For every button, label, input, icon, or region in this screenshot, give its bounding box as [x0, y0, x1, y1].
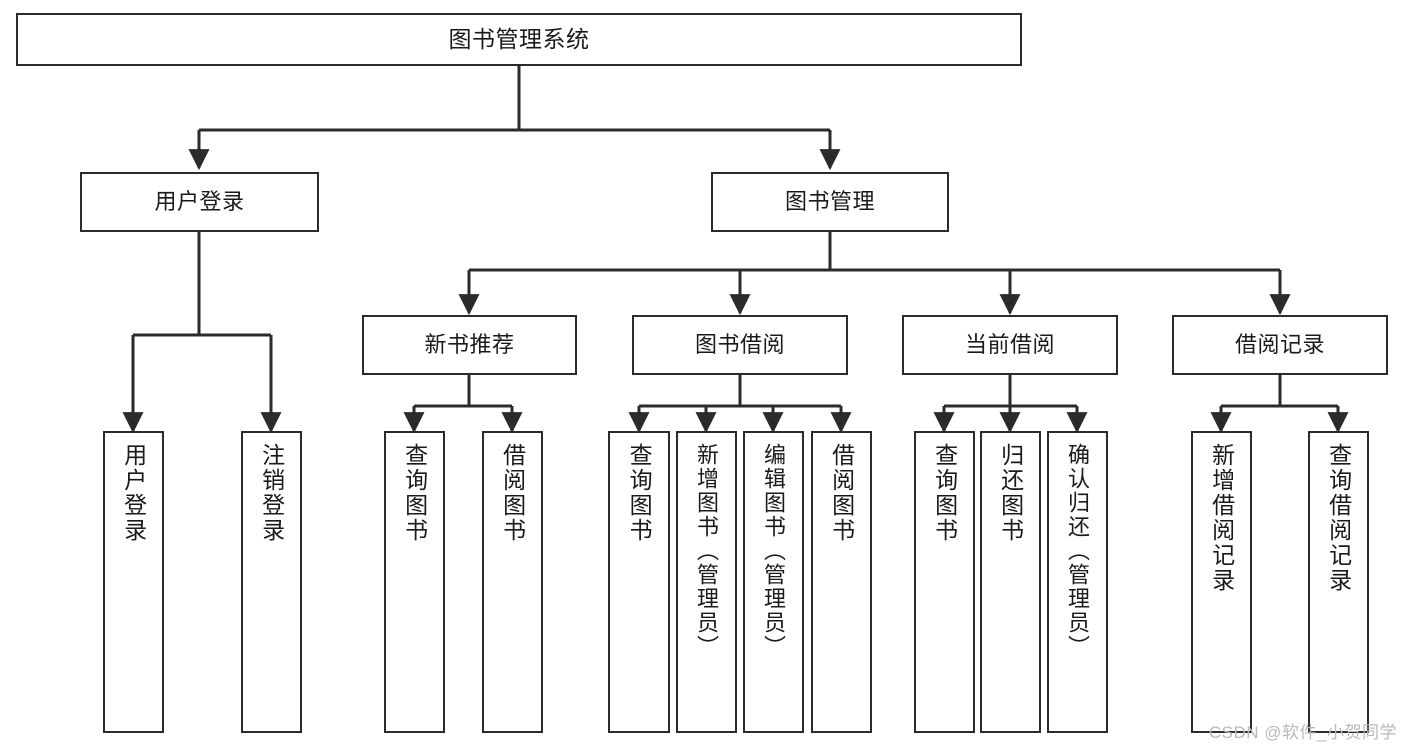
- node-label: 图书管理系统: [448, 25, 590, 52]
- leaf-add-record[interactable]: 新增借阅记录: [1191, 431, 1252, 733]
- leaf-edit-book[interactable]: 编辑图书（管理员）: [743, 431, 804, 733]
- node-label: 确认归还（管理员）: [1065, 443, 1091, 659]
- node-label: 归还图书: [997, 443, 1024, 543]
- node-label: 新书推荐: [424, 332, 515, 358]
- leaf-borrow-book-1[interactable]: 借阅图书: [482, 431, 543, 733]
- leaf-confirm-return[interactable]: 确认归还（管理员）: [1047, 431, 1108, 733]
- node-label: 用户登录: [120, 443, 147, 543]
- node-label: 图书借阅: [694, 332, 785, 358]
- leaf-query-book-3[interactable]: 查询图书: [914, 431, 975, 733]
- node-current-borrow[interactable]: 当前借阅: [902, 315, 1118, 375]
- node-label: 新增借阅记录: [1208, 443, 1235, 593]
- leaf-user-login[interactable]: 用户登录: [103, 431, 164, 733]
- node-user-login-group[interactable]: 用户登录: [80, 172, 319, 232]
- leaf-add-book[interactable]: 新增图书（管理员）: [676, 431, 737, 733]
- leaf-query-book-1[interactable]: 查询图书: [384, 431, 445, 733]
- node-label: 注销登录: [258, 443, 285, 543]
- node-label: 查询图书: [931, 443, 958, 543]
- node-label: 查询图书: [401, 443, 428, 543]
- node-label: 查询图书: [626, 443, 653, 543]
- node-book-borrow[interactable]: 图书借阅: [632, 315, 848, 375]
- node-label: 借阅图书: [499, 443, 526, 543]
- node-book-manage-group[interactable]: 图书管理: [711, 172, 949, 232]
- node-label: 查询借阅记录: [1325, 443, 1352, 593]
- node-label: 借阅记录: [1234, 332, 1325, 358]
- node-root-system[interactable]: 图书管理系统: [16, 13, 1022, 66]
- leaf-borrow-book-2[interactable]: 借阅图书: [811, 431, 872, 733]
- node-label: 借阅图书: [828, 443, 855, 543]
- leaf-query-record[interactable]: 查询借阅记录: [1308, 431, 1369, 733]
- node-label: 图书管理: [784, 189, 875, 215]
- node-label: 编辑图书（管理员）: [761, 443, 787, 659]
- node-label: 用户登录: [154, 189, 245, 215]
- node-borrow-record[interactable]: 借阅记录: [1172, 315, 1388, 375]
- node-new-book-recommend[interactable]: 新书推荐: [362, 315, 577, 375]
- csdn-watermark: CSDN @软件_小贺同学: [1208, 723, 1397, 742]
- leaf-return-book[interactable]: 归还图书: [980, 431, 1041, 733]
- node-label: 当前借阅: [964, 332, 1055, 358]
- leaf-user-logout[interactable]: 注销登录: [241, 431, 302, 733]
- leaf-query-book-2[interactable]: 查询图书: [608, 431, 670, 733]
- node-label: 新增图书（管理员）: [694, 443, 720, 659]
